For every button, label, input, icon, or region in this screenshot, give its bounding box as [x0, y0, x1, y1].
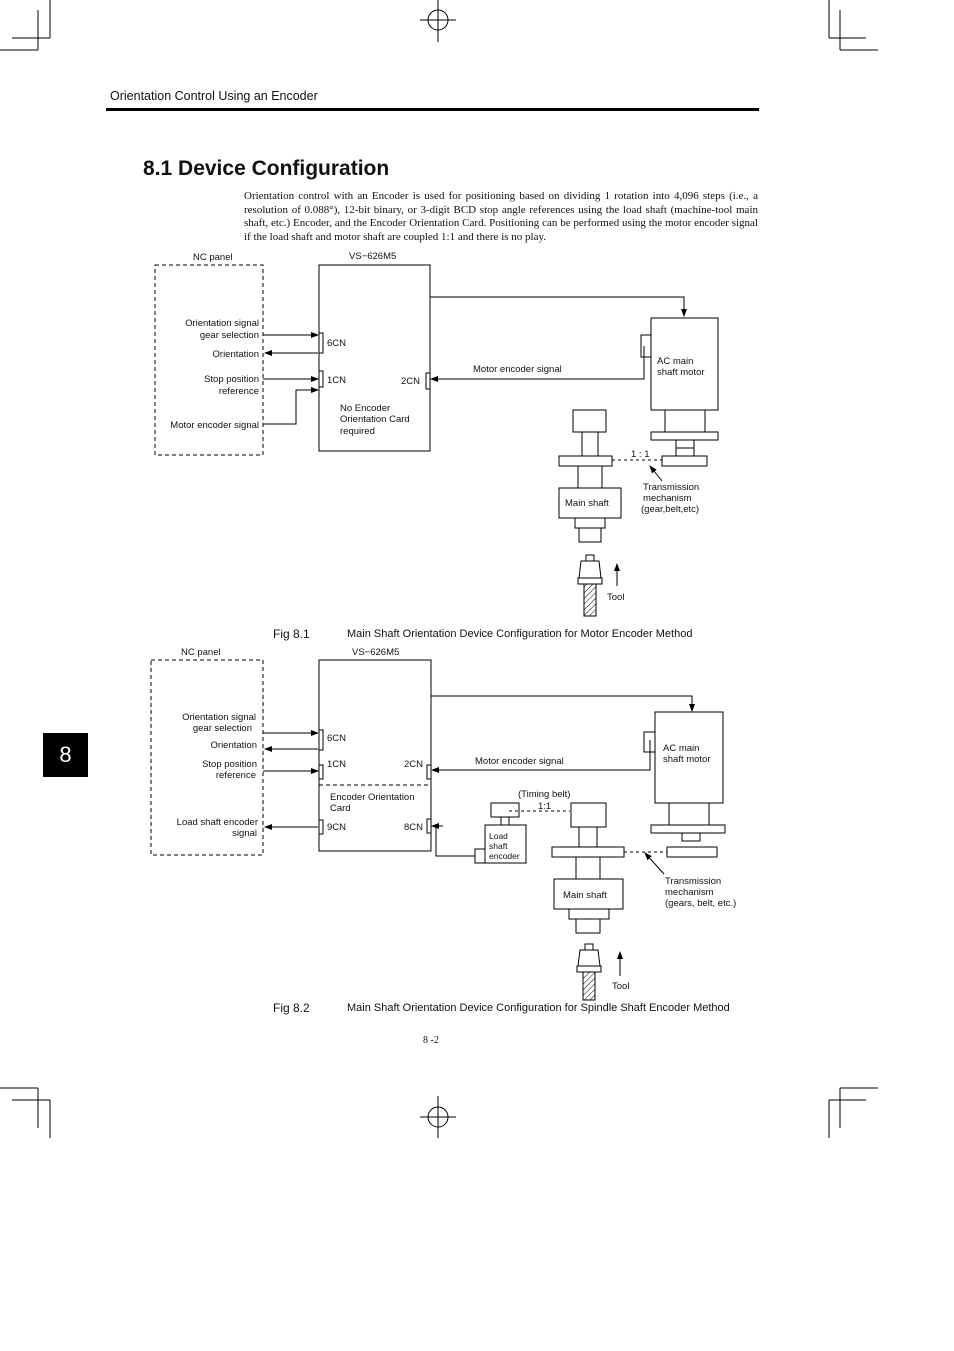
fig1-no-card-2: Orientation Card [340, 414, 410, 425]
fig1-sig-motor-enc: Motor encoder signal [170, 420, 259, 431]
fig1-motor-enc-signal: Motor encoder signal [473, 364, 562, 375]
fig1-main-shaft-label: Main shaft [565, 498, 609, 509]
fig1-drive-label: VS−626M5 [349, 251, 396, 262]
fig2-sig-orientation: Orientation [211, 740, 257, 751]
fig2-card-1: Encoder Orientation [330, 792, 415, 803]
fig2-sig-orient-gear-1: Orientation signal [182, 712, 256, 723]
fig1-sig-stop-1: Stop position [204, 374, 259, 385]
fig2-nc-panel-box [150, 659, 264, 856]
fig1-tool-label: Tool [607, 592, 624, 603]
fig2-trans-3: (gears, belt, etc.) [665, 898, 736, 909]
fig1-motor-1: AC main [657, 356, 693, 367]
fig2-enc-3: encoder [489, 851, 520, 861]
fig2-sig-stop-2: reference [216, 770, 256, 781]
fig2-card-2: Card [330, 803, 351, 814]
fig2-label: Fig 8.2 [273, 1001, 310, 1015]
running-header: Orientation Control Using an Encoder [110, 89, 318, 103]
fig2-drive-label: VS−626M5 [352, 647, 399, 658]
fig2-main-shaft-label: Main shaft [563, 890, 607, 901]
fig2-tool-label: Tool [612, 981, 629, 992]
fig1-drive-box [318, 264, 431, 452]
fig1-nc-panel-label: NC panel [193, 252, 233, 263]
fig2-enc-2: shaft [489, 841, 508, 851]
fig2-trans-2: mechanism [665, 887, 714, 898]
fig2-cn1: 1CN [327, 759, 346, 770]
fig1-caption: Main Shaft Orientation Device Configurat… [347, 628, 693, 640]
fig2-motor-1: AC main [663, 743, 699, 754]
fig2-cn6: 6CN [327, 733, 346, 744]
intro-paragraph: Orientation control with an Encoder is u… [244, 190, 758, 243]
fig2-sig-load-2: signal [232, 828, 257, 839]
fig2-sig-orient-gear-2: gear selection [193, 723, 252, 734]
fig1-label: Fig 8.1 [273, 627, 310, 641]
fig1-sig-orient-gear-1: Orientation signal [185, 318, 259, 329]
fig1-cn2: 2CN [401, 376, 420, 387]
fig2-timing-belt: (Timing belt) [518, 789, 570, 800]
fig2-sig-load-1: Load shaft encoder [177, 817, 258, 828]
fig2-cn9: 9CN [327, 822, 346, 833]
fig2-caption: Main Shaft Orientation Device Configurat… [347, 1002, 730, 1014]
fig1-sig-stop-2: reference [219, 386, 259, 397]
fig1-no-card-3: required [340, 426, 375, 437]
section-title: 8.1 Device Configuration [143, 157, 390, 180]
fig1-no-card-1: No Encoder [340, 403, 390, 414]
fig2-enc-1: Load [489, 831, 508, 841]
fig2-load-encoder-box [484, 824, 527, 864]
fig1-trans-2: mechanism [643, 493, 692, 504]
fig2-sig-stop-1: Stop position [202, 759, 257, 770]
fig1-trans-1: Transmission [643, 482, 699, 493]
fig1-sig-orientation: Orientation [213, 349, 259, 360]
fig1-ratio: 1 : 1 [631, 449, 650, 460]
fig2-nc-panel-label: NC panel [181, 647, 221, 658]
fig1-nc-panel-box [154, 264, 264, 456]
fig2-cn8: 8CN [404, 822, 423, 833]
fig1-sig-orient-gear-2: gear selection [200, 330, 259, 341]
fig1-motor-2: shaft motor [657, 367, 705, 378]
fig2-motor-2: shaft motor [663, 754, 711, 765]
chapter-tab: 8 [43, 733, 88, 777]
fig1-cn1: 1CN [327, 375, 346, 386]
fig1-cn6: 6CN [327, 338, 346, 349]
fig2-motor-enc-signal: Motor encoder signal [475, 756, 564, 767]
fig2-ratio: 1:1 [538, 801, 551, 812]
fig2-drive-box [318, 659, 432, 852]
page-number: 8 -2 [423, 1035, 439, 1046]
fig1-trans-3: (gear,belt,etc) [641, 504, 699, 515]
header-rule [106, 108, 759, 111]
fig2-cn2: 2CN [404, 759, 423, 770]
fig2-trans-1: Transmission [665, 876, 721, 887]
